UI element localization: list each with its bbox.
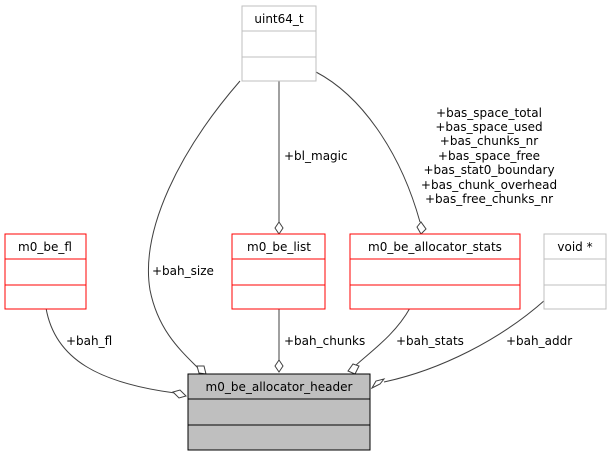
edge-bah-fl <box>45 307 176 394</box>
class-name: m0_be_list <box>247 240 311 254</box>
aggregation-diamond <box>370 378 386 390</box>
class-node-m0-be-list[interactable]: m0_be_list <box>231 233 326 310</box>
aggregation-diamond <box>416 221 427 235</box>
class-node-uint64[interactable]: uint64_t <box>241 5 317 82</box>
edge-label-bah-addr: +bah_addr <box>506 334 572 348</box>
edge-bah-size <box>148 80 241 369</box>
edge-label-stats-fields: +bas_space_total +bas_space_used +bas_ch… <box>421 106 557 206</box>
field-label: +bas_space_used <box>435 120 542 134</box>
field-label: +bas_chunk_overhead <box>421 178 557 192</box>
class-node-m0-be-allocator-header[interactable]: m0_be_allocator_header <box>187 373 371 451</box>
aggregation-diamond <box>274 221 284 235</box>
class-name: void * <box>557 240 592 254</box>
field-label: +bas_stat0_boundary <box>423 163 554 177</box>
field-label: +bas_space_total <box>436 106 542 120</box>
class-node-void-ptr[interactable]: void * <box>543 233 607 310</box>
class-name: uint64_t <box>254 12 304 26</box>
class-name: m0_be_allocator_stats <box>368 240 502 254</box>
edge-label-bah-fl: +bah_fl <box>66 334 112 348</box>
edge-label-bah-size: +bah_size <box>152 264 214 278</box>
aggregation-diamond <box>172 389 187 399</box>
edge-label-bah-chunks: +bah_chunks <box>284 334 365 348</box>
field-label: +bas_chunks_nr <box>440 134 538 148</box>
edge-label-bah-stats: +bah_stats <box>396 334 464 348</box>
aggregation-diamond <box>347 363 360 375</box>
field-label: +bas_space_free <box>438 149 540 163</box>
field-label: +bas_free_chunks_nr <box>425 192 553 206</box>
edge-bah-stats <box>354 307 411 367</box>
aggregation-diamond <box>274 359 284 373</box>
edge-label-bl-magic: +bl_magic <box>284 149 348 163</box>
aggregation-diamond <box>196 365 207 375</box>
class-name: m0_be_fl <box>18 240 72 254</box>
class-node-m0-be-allocator-stats[interactable]: m0_be_allocator_stats <box>349 233 521 310</box>
class-name: m0_be_allocator_header <box>206 380 353 394</box>
edge-bah-addr <box>383 299 546 383</box>
class-node-m0-be-fl[interactable]: m0_be_fl <box>4 233 87 310</box>
edge-stats-fields <box>315 71 421 223</box>
